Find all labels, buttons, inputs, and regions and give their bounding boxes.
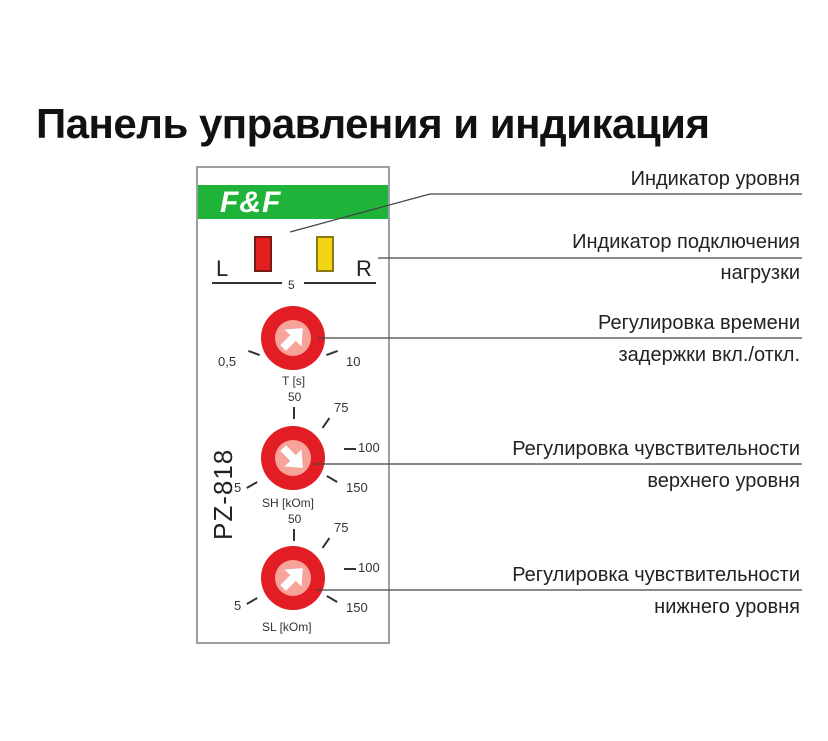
label-high-line2: верхнего уровня: [647, 470, 800, 492]
label-low-line1: Регулировка чувствительности: [512, 564, 800, 586]
arrow-down-right-icon: [280, 445, 303, 468]
leader-level: [289, 193, 431, 233]
indicator-baseline-right: [304, 282, 376, 284]
time-delay-knob[interactable]: [261, 306, 325, 370]
high-tick-150: 150: [346, 480, 368, 495]
brand-bar: F&F: [198, 185, 388, 219]
high-tick-50: 50: [288, 390, 302, 404]
label-load-indicator-line1: Индикатор подключения: [572, 231, 800, 253]
high-sensitivity-knob[interactable]: [261, 426, 325, 490]
low-tick-mark-100: [344, 568, 356, 570]
label-level-indicator: Индикатор уровня: [630, 168, 800, 190]
time-max-label: 10: [346, 354, 361, 369]
label-load-indicator-line2: нагрузки: [720, 262, 800, 284]
low-sensitivity-knob[interactable]: [261, 546, 325, 610]
label-delay-line1: Регулировка времени: [598, 312, 800, 334]
diagram-title: Панель управления и индикация: [36, 100, 710, 147]
left-letter: L: [216, 256, 229, 281]
load-indicator-led: [316, 236, 334, 272]
scale-mid-label: 5: [288, 278, 295, 292]
device-front-panel: F&F L R 5 0,5 10 T [s] 50 75 100 5: [196, 166, 390, 644]
arrow-down-left-icon: [280, 568, 303, 591]
arrow-down-left-icon: [280, 328, 303, 351]
time-unit-label: T [s]: [282, 374, 306, 388]
label-high-line1: Регулировка чувствительности: [512, 438, 800, 460]
time-min-label: 0,5: [218, 354, 237, 369]
low-tick-150: 150: [346, 600, 368, 615]
high-tick-5: 5: [234, 480, 242, 495]
indicator-baseline-left: [212, 282, 282, 284]
label-low-line2: нижнего уровня: [654, 596, 800, 618]
low-tick-50: 50: [288, 512, 302, 526]
right-letter: R: [356, 256, 372, 281]
low-unit-label: SL [kOm]: [262, 620, 312, 634]
low-tick-5: 5: [234, 598, 242, 613]
high-tick-100: 100: [358, 440, 380, 455]
high-unit-label: SH [kOm]: [262, 496, 315, 510]
level-indicator-led: [254, 236, 272, 272]
brand-logo: F&F: [220, 186, 282, 219]
low-tick-75: 75: [334, 520, 349, 535]
high-tick-75: 75: [334, 400, 349, 415]
high-tick-mark-100: [344, 448, 356, 450]
low-tick-100: 100: [358, 560, 380, 575]
label-delay-line2: задержки вкл./откл.: [618, 344, 801, 366]
